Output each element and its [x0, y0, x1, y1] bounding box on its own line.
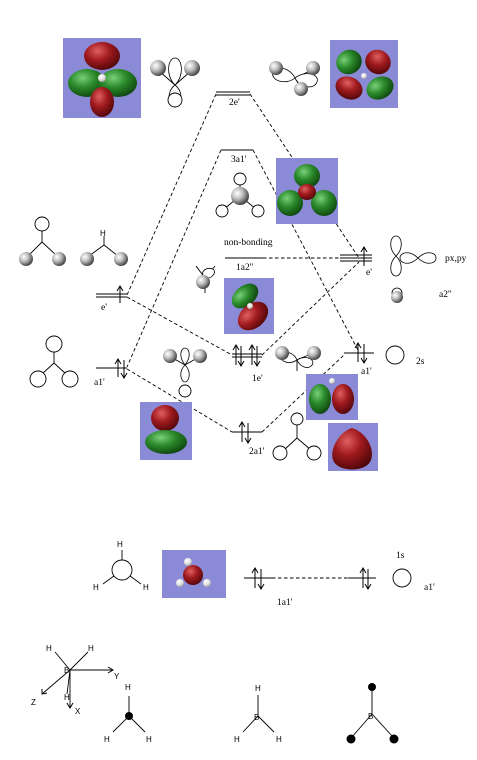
- spin-arrow-down: [364, 569, 372, 590]
- coordinate-axes-icon: H H B H Y Z X: [31, 644, 120, 716]
- spin-arrow-down: [120, 360, 128, 379]
- spin-arrow-up: [359, 567, 367, 588]
- spin-arrow-down: [237, 346, 245, 367]
- spin-arrow-up: [114, 358, 122, 377]
- mo-render-2e-a: [63, 38, 141, 118]
- nonbonding-label: non-bonding: [224, 238, 273, 248]
- h-atom-label: H: [100, 229, 106, 238]
- h3-fragment-icon: H H H: [93, 540, 149, 592]
- left-e-label: e': [101, 303, 107, 313]
- p-orbital-icon: [195, 265, 216, 293]
- p-orbital-icon: [163, 347, 207, 398]
- bh3-structure-icon: B: [346, 683, 399, 744]
- mo-render-1e: [306, 374, 358, 420]
- bh3-structure-icon: [272, 412, 322, 461]
- p-orbital-icon: [391, 287, 403, 303]
- spin-arrow-down: [253, 346, 261, 367]
- mo-render-3a1: [276, 158, 338, 224]
- b-atom-label: B: [254, 713, 259, 722]
- electron-spins: [114, 246, 372, 590]
- h-atom-label: H: [146, 735, 152, 744]
- h-atom-label: H: [125, 683, 131, 692]
- h-atom-label: H: [93, 583, 99, 592]
- h-atom-label: H: [46, 644, 52, 653]
- h-atom-label: H: [276, 735, 282, 744]
- mo-label-2a1: 2a1': [249, 447, 265, 457]
- h3-fragment-icon: H: [80, 229, 128, 266]
- bh3-structure-icon: H H H: [104, 683, 152, 744]
- bh3-structure-icon: H B H H: [234, 684, 282, 744]
- bh3-structure-icon: [215, 172, 265, 218]
- spin-arrow-up: [238, 421, 246, 442]
- spin-arrow-up: [116, 285, 124, 303]
- mo-render-1a2: [224, 278, 274, 334]
- h3-fragment-icon: [29, 335, 79, 388]
- h3-fragment-icon: [19, 216, 66, 266]
- axis-label-z: Z: [31, 698, 36, 707]
- spin-arrow-down: [257, 569, 265, 590]
- h-1s-label: 1s: [396, 551, 405, 561]
- b-atom-label: B: [368, 712, 373, 721]
- boron-fragment-levels: [340, 254, 376, 579]
- s-orbital-icon: [392, 568, 412, 588]
- mo-label-1a2: 1a2'': [236, 263, 253, 273]
- p-orbital-icon: [150, 57, 200, 108]
- h-atom-label: H: [64, 693, 70, 702]
- p-orbital-icon: [275, 346, 321, 371]
- h3-fragment-levels: [96, 293, 127, 369]
- p-orbital-icon: [390, 235, 402, 277]
- correlation-lines: [126, 93, 360, 579]
- b-atom-label: B: [64, 666, 69, 675]
- h-atom-label: H: [143, 583, 149, 592]
- mo-label-1a1: 1a1': [277, 598, 293, 608]
- s-orbital-icon: [385, 345, 405, 365]
- axis-label-x: X: [75, 707, 81, 716]
- h-atom-label: H: [117, 540, 123, 549]
- h-atom-label: H: [104, 735, 110, 744]
- right-2s-label: 2s: [416, 357, 425, 367]
- spin-arrow-down: [244, 423, 252, 444]
- axis-label-y: Y: [114, 672, 120, 681]
- mo-render-2e-b: [330, 40, 398, 108]
- spin-arrow-up: [248, 344, 256, 365]
- mo-render-2a1-a: [140, 402, 192, 460]
- right-pxpy-label: px,py: [445, 254, 467, 264]
- right-a1-label: a1': [361, 367, 372, 377]
- p-orbital-icon: [399, 252, 437, 264]
- right-e-label: e': [366, 268, 372, 278]
- right-a2-label: a2'': [439, 290, 452, 300]
- mo-label-2e: 2e': [229, 98, 240, 108]
- left-a1-label: a1': [94, 378, 105, 388]
- spin-arrow-up: [251, 567, 259, 588]
- spin-arrow-down: [360, 344, 368, 364]
- spin-arrow-up: [360, 246, 368, 266]
- mo-label-1e: 1e': [252, 374, 263, 384]
- spin-arrow-up: [232, 344, 240, 365]
- p-orbital-icon: [269, 61, 320, 96]
- mo-render-1a1: [162, 550, 226, 598]
- spin-arrow-up: [354, 342, 362, 362]
- mo-render-2a1-b: [328, 423, 378, 471]
- h-atom-label: H: [88, 644, 94, 653]
- h-atom-label: H: [234, 735, 240, 744]
- h-a1-label: a1': [424, 583, 435, 593]
- h-atom-label: H: [255, 684, 261, 693]
- mo-label-3a1: 3a1': [231, 155, 247, 165]
